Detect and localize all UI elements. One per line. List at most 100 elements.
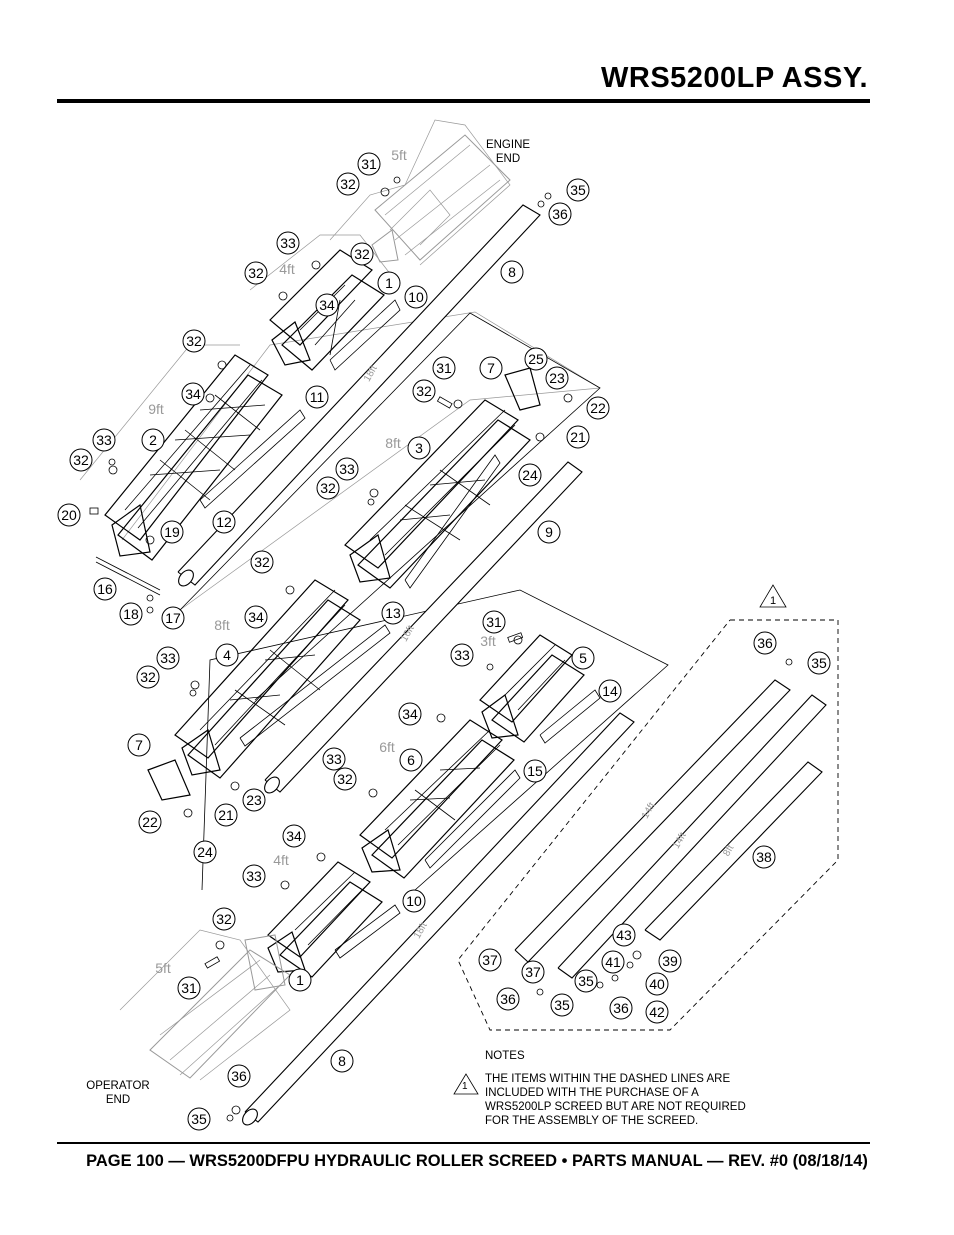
callout-balloon (315, 293, 339, 317)
callout-balloon (215, 643, 239, 667)
tube-length-label: 8ft (721, 843, 736, 858)
callout-balloon (566, 425, 590, 449)
callout-number: 32 (186, 333, 202, 349)
accessory-tube-38 (644, 761, 823, 941)
callout-balloon (160, 520, 184, 544)
callout-balloon (138, 810, 162, 834)
callout-number: 23 (549, 370, 565, 386)
callout-number: 19 (164, 524, 180, 540)
callout-number: 24 (522, 467, 538, 483)
section-length-label: 8ft (214, 617, 230, 633)
callout-balloon (524, 347, 548, 371)
callout-number: 36 (231, 1068, 247, 1084)
callout-balloon (450, 643, 474, 667)
callout-balloon (658, 949, 682, 973)
callout-number: 40 (649, 976, 665, 992)
callout-number: 22 (142, 814, 158, 830)
callout-number: 43 (616, 927, 632, 943)
callout-number: 6 (407, 752, 415, 768)
callout-number: 4 (223, 647, 231, 663)
callout-number: 41 (605, 954, 621, 970)
notes-title: NOTES (485, 1050, 525, 1062)
frame-4ft-bottom (267, 861, 383, 978)
callout-balloon (227, 1064, 251, 1088)
callout-number: 7 (135, 737, 143, 753)
callout-balloon (212, 510, 236, 534)
callout-number: 31 (361, 156, 377, 172)
callout-number: 35 (191, 1111, 207, 1127)
callout-balloon (377, 271, 401, 295)
callout-number: 22 (590, 400, 606, 416)
callout-balloon (330, 1049, 354, 1073)
callout-number: 33 (339, 461, 355, 477)
callout-balloon (645, 1000, 669, 1024)
callout-number: 32 (320, 480, 336, 496)
callout-number: 3 (415, 440, 423, 456)
callout-balloon (333, 767, 357, 791)
callout-balloon (187, 1107, 211, 1131)
section-length-label: 9ft (148, 401, 164, 417)
callout-balloon (807, 651, 831, 675)
callout-balloon (322, 747, 346, 771)
callout-balloon (478, 948, 502, 972)
callout-balloon (496, 987, 520, 1011)
callout-number: 36 (613, 1000, 629, 1016)
callout-number: 8 (508, 264, 516, 280)
callout-balloon (537, 520, 561, 544)
callout-number: 31 (486, 614, 502, 630)
callout-number: 35 (570, 182, 586, 198)
callout-number: 32 (216, 911, 232, 927)
callout-number: 35 (811, 655, 827, 671)
frame-8ft-upper (344, 367, 541, 589)
callout-number: 1 (385, 275, 393, 291)
engine-end-frame (329, 119, 511, 266)
callout-balloon (214, 803, 238, 827)
callout-number: 35 (554, 997, 570, 1013)
callout-number: 25 (528, 351, 544, 367)
section-length-label: 4ft (279, 261, 295, 277)
callout-balloon (335, 457, 359, 481)
callout-number: 32 (140, 669, 156, 685)
callout-balloon (548, 202, 572, 226)
callout-number: 32 (340, 176, 356, 192)
shaft-16 (95, 556, 161, 596)
callout-number: 42 (649, 1004, 665, 1020)
callout-balloon (381, 601, 405, 625)
callout-balloon (545, 366, 569, 390)
page-footer: PAGE 100 — WRS5200DFPU HYDRAULIC ROLLER … (86, 1152, 868, 1170)
callout-balloon (518, 463, 542, 487)
hardware-marks (89, 176, 793, 1122)
callout-balloon (571, 646, 595, 670)
callout-balloon (601, 950, 625, 974)
callout-balloon (407, 436, 431, 460)
callout-balloon (609, 996, 633, 1020)
callout-balloon (242, 864, 266, 888)
callout-number: 7 (487, 360, 495, 376)
callout-balloon (357, 152, 381, 176)
accessory-dashed-outline (457, 619, 839, 1031)
callout-number: 34 (319, 297, 335, 313)
page-title: WRS5200LP ASSY. (601, 62, 868, 94)
section-length-label: 8ft (385, 435, 401, 451)
callout-balloon (193, 840, 217, 864)
callout-number: 32 (254, 554, 270, 570)
callout-balloon (336, 172, 360, 196)
callout-balloon (177, 976, 201, 1000)
callout-number: 35 (578, 973, 594, 989)
callout-balloon (305, 385, 329, 409)
callout-number: 36 (552, 206, 568, 222)
callout-number: 33 (96, 432, 112, 448)
callout-balloon (316, 476, 340, 500)
callout-balloon (479, 356, 503, 380)
callout-balloon (92, 428, 116, 452)
callout-balloon (212, 907, 236, 931)
callout-number: 13 (385, 605, 401, 621)
callout-balloon (398, 702, 422, 726)
callout-number: 11 (310, 389, 325, 405)
callout-number: 17 (165, 610, 181, 626)
callout-number: 21 (218, 807, 234, 823)
callout-balloon (136, 665, 160, 689)
note-triangle-top (759, 584, 787, 608)
callout-balloon (244, 605, 268, 629)
